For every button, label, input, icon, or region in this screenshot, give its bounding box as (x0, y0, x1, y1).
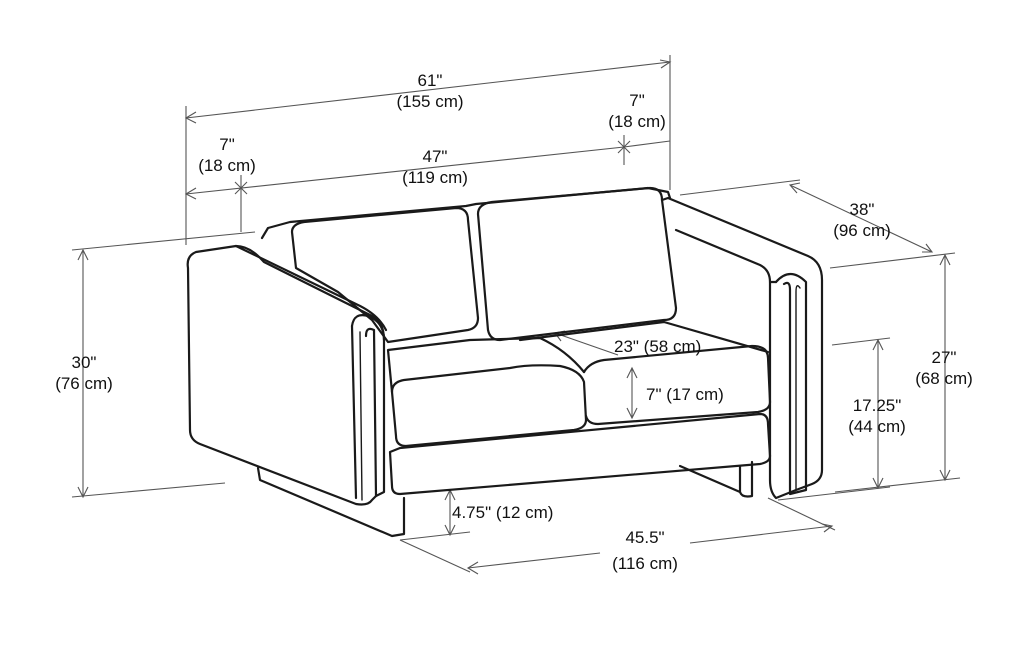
seat-depth-label: 23" (58 cm) (614, 337, 702, 356)
overall-height-cm: (76 cm) (55, 374, 113, 393)
right-arm-width-label: 7" (18 cm) (608, 90, 666, 132)
seat-width-inches: 45.5" (625, 528, 665, 547)
dimension-lines (71, 55, 961, 575)
right-arm-width-cm: (18 cm) (608, 112, 666, 131)
left-arm-width-cm: (18 cm) (198, 156, 256, 175)
arm-height-cm: (68 cm) (915, 369, 973, 388)
inner-width-cm: (119 cm) (402, 168, 468, 187)
depth-inches: 38" (849, 200, 875, 219)
arm-height-label: 27" (68 cm) (915, 347, 973, 389)
depth-label: 38" (96 cm) (833, 199, 891, 241)
inner-width-label: 47" (119 cm) (402, 146, 468, 188)
overall-width-inches: 61" (417, 71, 443, 90)
overall-width-label: 61" (155 cm) (396, 70, 463, 112)
cushion-thickness-label: 7" (17 cm) (646, 385, 724, 404)
sofa-outline (186, 186, 824, 538)
seat-height-cm: (44 cm) (848, 417, 906, 436)
seat-width-label: 45.5" (116 cm) (612, 525, 678, 577)
seat-height-label: 17.25" (44 cm) (848, 395, 906, 437)
seat-width-cm: (116 cm) (612, 554, 678, 573)
overall-height-label: 30" (76 cm) (55, 352, 113, 394)
arm-height-inches: 27" (931, 348, 957, 367)
leg-height-label: 4.75" (12 cm) (452, 503, 554, 522)
inner-width-inches: 47" (422, 147, 448, 166)
overall-height-inches: 30" (71, 353, 97, 372)
left-arm-width-inches: 7" (219, 135, 235, 154)
overall-width-cm: (155 cm) (396, 92, 464, 111)
right-arm-width-inches: 7" (629, 91, 645, 110)
left-arm-width-label: 7" (18 cm) (198, 134, 256, 176)
seat-height-inches: 17.25" (852, 396, 902, 415)
depth-cm: (96 cm) (833, 221, 891, 240)
